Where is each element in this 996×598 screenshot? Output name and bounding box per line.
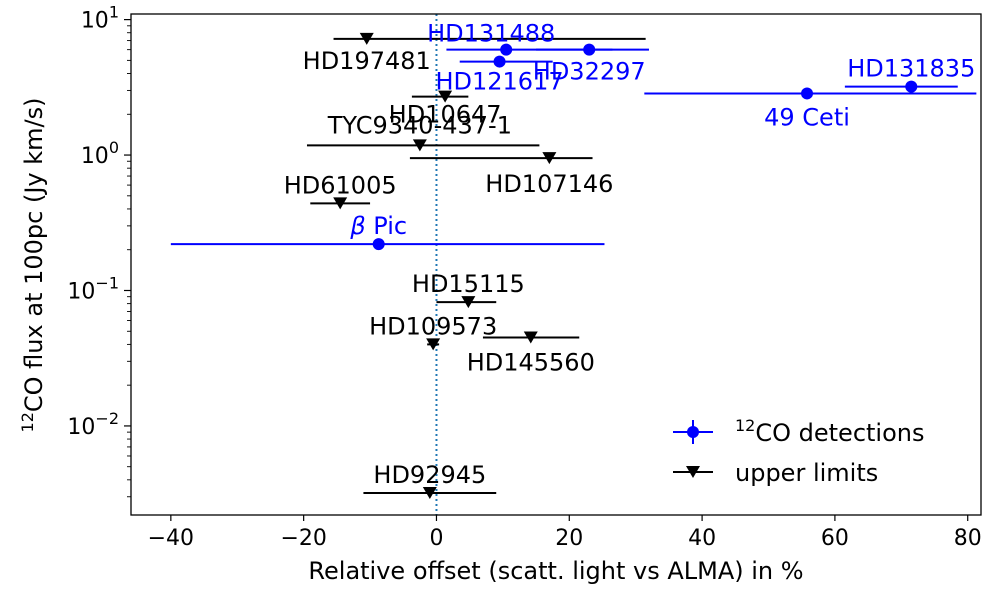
point-hd197481 — [359, 32, 374, 45]
x-tick-label: 40 — [688, 526, 716, 551]
label-hd107146: HD107146 — [485, 170, 613, 198]
label-hd10647: HD10647 — [389, 101, 502, 129]
point-hd92945 — [422, 486, 437, 499]
label-49-ceti: 49 Ceti — [764, 103, 850, 131]
point-hd145560 — [523, 331, 538, 344]
label-hd121617: HD121617 — [435, 68, 563, 96]
legend-marker-upper-limits — [686, 466, 700, 478]
legend-marker-detections — [687, 426, 699, 438]
x-tick-label: 0 — [429, 526, 443, 551]
x-tick-label: −20 — [280, 526, 326, 551]
label-hd15115: HD15115 — [412, 270, 525, 298]
label-hd197481: HD197481 — [303, 47, 431, 75]
y-tick-label: 10−2 — [67, 409, 119, 440]
x-tick-label: −40 — [148, 526, 194, 551]
point-hd109573 — [426, 338, 441, 351]
point-tyc9340-437-1 — [412, 139, 427, 152]
x-tick-label: 60 — [821, 526, 849, 551]
y-tick-label: 10−1 — [67, 273, 119, 304]
point-hd61005 — [333, 197, 348, 210]
y-tick-label: 101 — [81, 3, 119, 34]
label-pic: β Pic — [349, 212, 407, 240]
label-hd61005: HD61005 — [284, 171, 397, 199]
label-hd109573: HD109573 — [369, 312, 497, 340]
point-49-ceti — [801, 87, 814, 100]
point-hd131488 — [500, 43, 513, 56]
point-hd10647 — [438, 90, 453, 103]
y-axis-label: 12CO flux at 100pc (Jy km/s) — [18, 98, 48, 433]
point-hd121617 — [493, 55, 506, 68]
x-axis-label: Relative offset (scatt. light vs ALMA) i… — [308, 557, 803, 585]
label-hd145560: HD145560 — [467, 348, 595, 376]
label-hd92945: HD92945 — [373, 461, 486, 489]
point-hd15115 — [461, 296, 476, 309]
label-hd131835: HD131835 — [847, 55, 975, 83]
x-tick-label: 20 — [555, 526, 583, 551]
label-tyc9340-437-1: TYC9340-437-1 — [327, 111, 512, 139]
plot-frame — [130, 13, 982, 516]
plot-area — [131, 14, 981, 515]
legend-entry: upper limits — [735, 459, 878, 487]
point-hd32297 — [583, 43, 596, 56]
label-hd131488: HD131488 — [427, 20, 555, 48]
label-hd32297: HD32297 — [533, 58, 646, 86]
point-hd131835 — [905, 80, 918, 93]
legend-entry: 12CO detections — [735, 416, 924, 447]
x-tick-label: 80 — [954, 526, 982, 551]
point-pic — [372, 238, 385, 251]
point-hd107146 — [542, 152, 557, 165]
y-tick-label: 100 — [81, 138, 119, 169]
